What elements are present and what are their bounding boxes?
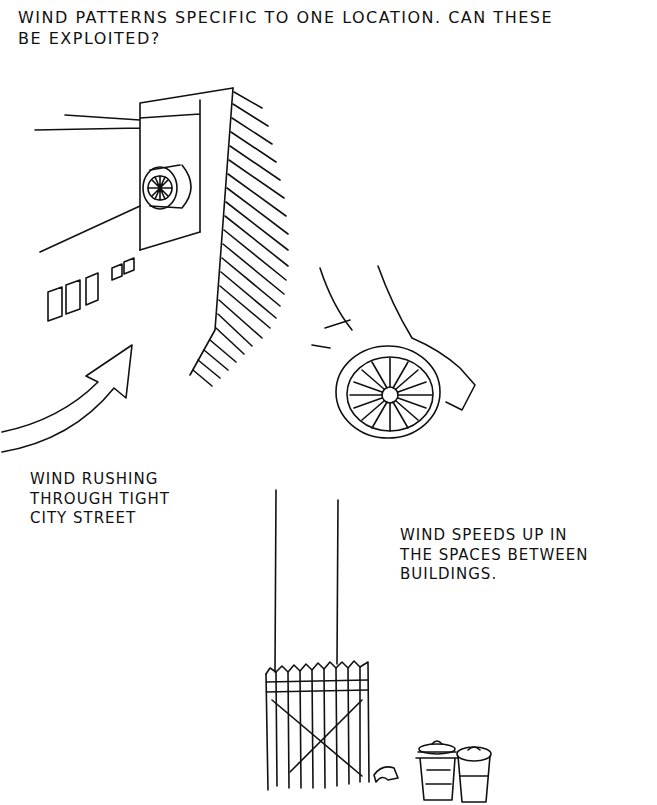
pole xyxy=(275,490,338,672)
trash-cans xyxy=(374,741,491,802)
building xyxy=(35,88,233,321)
fence xyxy=(266,661,369,790)
callout-note: WIND RUSHING THROUGH TIGHT CITY STREET xyxy=(30,470,180,529)
wind-arrow xyxy=(2,345,132,452)
building-fan xyxy=(143,165,191,209)
callout-note: WIND SPEEDS UP IN THE SPACES BETWEEN BUI… xyxy=(400,526,590,585)
large-fan xyxy=(312,266,475,438)
sketch-title: WIND PATTERNS SPECIFIC TO ONE LOCATION. … xyxy=(18,8,558,50)
hatched-wall xyxy=(190,88,288,386)
